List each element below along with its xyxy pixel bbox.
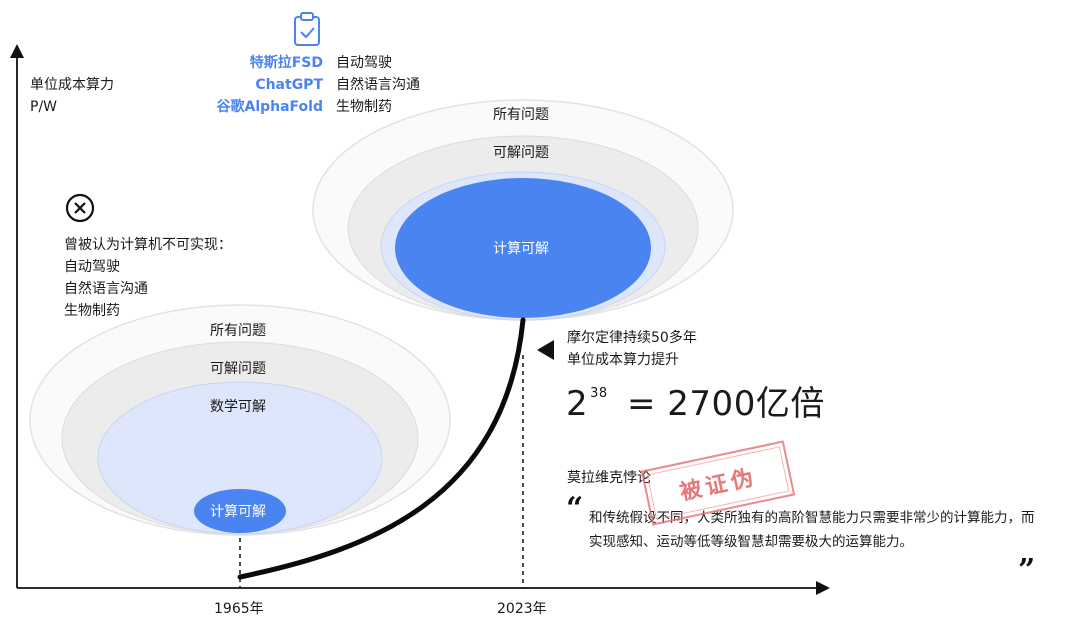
impossible-item: 生物制药 [64,303,120,319]
achievement-task: 生物制药 [336,99,392,115]
left-outer-label: 所有问题 [210,323,266,339]
y-axis-label: 单位成本算力 [30,77,114,93]
left-core-label: 计算可解 [210,504,266,520]
y-axis-unit: P/W [30,99,58,115]
pointer-triangle [537,340,554,360]
x-axis-arrow [816,581,830,595]
close-quote-mark: ” [1018,553,1035,588]
right-outer-label: 所有问题 [493,107,549,123]
achievement-name: 特斯拉FSD [249,55,323,71]
y-axis-arrow [10,44,24,58]
achievement-task: 自动驾驶 [336,55,392,71]
open-quote-mark: “ [566,491,583,526]
clipboard-check-icon [294,12,320,46]
impossible-item: 自然语言沟通 [64,281,148,297]
achievement-name: ChatGPT [255,77,323,93]
achievement-name: 谷歌AlphaFold [216,99,323,115]
formula-result: = 2700亿倍 [627,384,825,424]
formula-base: 2 [566,384,589,424]
moore-line-2: 单位成本算力提升 [567,352,679,368]
left-middle-label: 可解问题 [210,361,266,377]
moravec-title: 莫拉维克悖论 [567,470,651,486]
moore-line-1: 摩尔定律持续50多年 [567,330,697,346]
impossible-heading: 曾被认为计算机不可实现： [64,237,232,253]
impossible-item: 自动驾驶 [64,259,120,275]
left-inner-ellipse [97,381,383,535]
left-inner-label: 数学可解 [210,399,266,415]
right-core-label: 计算可解 [493,241,549,257]
growth-curve [237,317,526,580]
x-tick-2023: 2023年 [497,601,547,617]
achievement-task: 自然语言沟通 [336,77,420,93]
right-core-ellipse [395,178,651,318]
right-middle-label: 可解问题 [493,145,549,161]
x-tick-1965: 1965年 [214,601,264,617]
close-circle-icon [65,193,95,223]
formula-exponent: 38 [590,386,608,401]
left-core-ellipse [194,489,286,533]
